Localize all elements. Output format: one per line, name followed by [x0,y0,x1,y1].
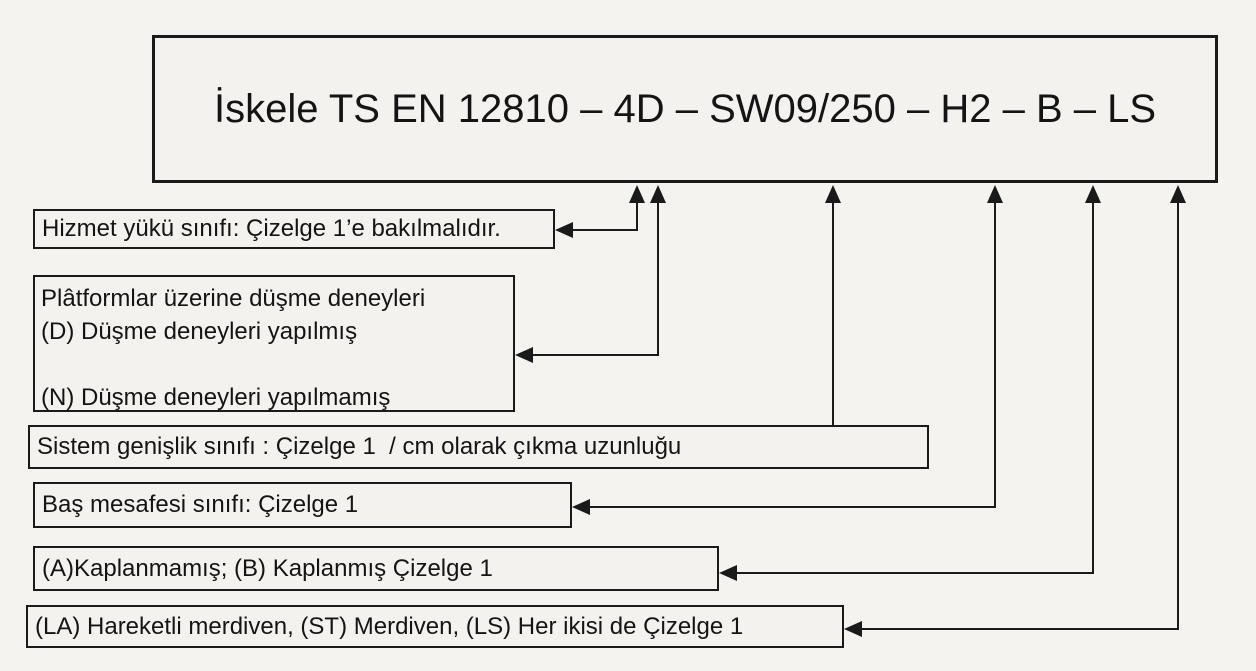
label-headroom-class: Baş mesafesi sınıfı: Çizelge 1 [33,482,572,528]
label-access: (LA) Hareketli merdiven, (ST) Merdiven, … [26,605,844,648]
connector-access-vertical [1177,200,1179,630]
arrowhead-up-icon [987,185,1003,203]
arrowhead-up-icon [1085,185,1101,203]
designation-code: İskele TS EN 12810 – 4D – SW09/250 – H2 … [213,86,1157,131]
arrowhead-left-icon [515,347,533,363]
cladding-text: (A)Kaplanmamış; (B) Kaplanmış Çizelge 1 [42,554,493,582]
connector-system-width-vertical [832,200,834,426]
arrowhead-up-icon [650,185,666,203]
connector-drop-tests-horizontal [531,354,659,356]
arrowhead-left-icon [719,565,737,581]
connector-cladding-vertical [1092,200,1094,574]
connector-service-load-horizontal [571,229,638,231]
label-cladding: (A)Kaplanmamış; (B) Kaplanmış Çizelge 1 [33,546,719,591]
connector-access-horizontal [862,628,1179,630]
arrowhead-up-icon [825,185,841,203]
connector-cladding-horizontal [737,572,1094,574]
drop-tests-line-3: (N) Düşme deneyleri yapılmamış [41,384,391,411]
connector-headroom-horizontal [590,506,996,508]
connector-drop-tests-vertical [657,200,659,356]
system-width-text: Sistem genişlik sınıfı : Çizelge 1 / cm … [37,433,682,460]
connector-headroom-vertical [994,200,996,508]
label-service-load-class: Hizmet yükü sınıfı: Çizelge 1’e bakılmal… [33,209,555,249]
designation-code-box: İskele TS EN 12810 – 4D – SW09/250 – H2 … [152,35,1218,183]
arrowhead-up-icon [1170,185,1186,203]
headroom-text: Baş mesafesi sınıfı: Çizelge 1 [42,491,359,518]
drop-tests-line-2: (D) Düşme deneyleri yapılmış [41,318,358,345]
access-text: (LA) Hareketli merdiven, (ST) Merdiven, … [35,612,744,640]
service-load-text: Hizmet yükü sınıfı: Çizelge 1’e bakılmal… [42,215,501,242]
arrowhead-left-icon [572,499,590,515]
blank-line [35,348,513,381]
label-drop-tests: Plâtformlar üzerine düşme deneyleri (D) … [33,275,515,412]
connector-service-load-vertical [636,200,638,231]
label-system-width-class: Sistem genişlik sınıfı : Çizelge 1 / cm … [28,425,929,469]
drop-tests-line-1: Plâtformlar üzerine düşme deneyleri [41,285,426,312]
arrowhead-up-icon [629,185,645,203]
arrowhead-left-icon [844,621,862,637]
arrowhead-left-icon [555,222,573,238]
